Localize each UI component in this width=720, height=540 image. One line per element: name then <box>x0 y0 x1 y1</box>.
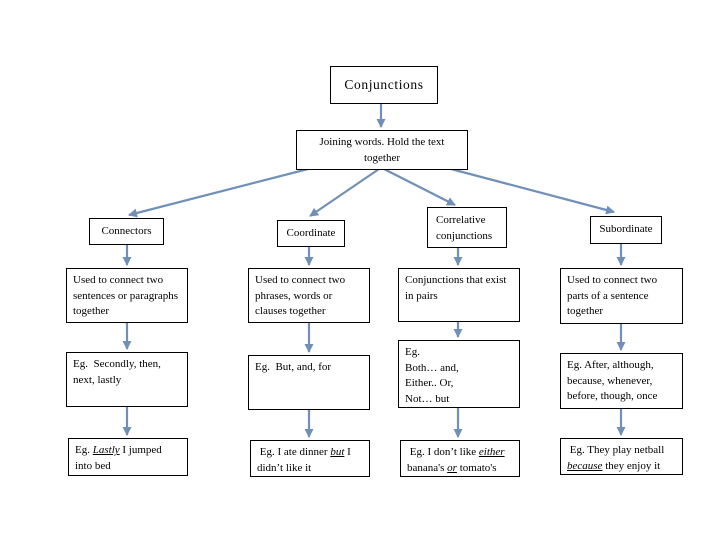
arrow-branch-correlative <box>383 168 456 206</box>
correlative-description: Conjunctions that exist in pairs <box>398 268 520 322</box>
arrow-branch-subordinate <box>450 167 615 215</box>
correlative-header: Correlative conjunctions <box>427 207 507 248</box>
arrow-branch-connectors <box>128 167 309 218</box>
connectors-examples: Eg. Secondly, then, next, lastly <box>66 352 188 407</box>
subordinate-header: Subordinate <box>590 216 662 244</box>
coordinate-header: Coordinate <box>277 220 345 247</box>
arrow-branch-coordinate <box>309 168 380 217</box>
correlative-examples: Eg. Both… and, Either.. Or, Not… but <box>398 340 520 408</box>
coordinate-examples: Eg. But, and, for <box>248 355 370 410</box>
correlative-sentence: Eg. I don’t like either banana's or toma… <box>400 440 520 477</box>
definition-box: Joining words. Hold the text together <box>296 130 468 170</box>
coordinate-sentence: Eg. I ate dinner but I didn’t like it <box>250 440 370 477</box>
subordinate-examples: Eg. After, although, because, whenever, … <box>560 353 683 409</box>
subordinate-description: Used to connect two parts of a sentence … <box>560 268 683 324</box>
connectors-sentence: Eg. Lastly I jumped into bed <box>68 438 188 476</box>
title-box: Conjunctions <box>330 66 438 104</box>
connectors-description: Used to connect two sentences or paragra… <box>66 268 188 323</box>
connectors-header: Connectors <box>89 218 164 245</box>
coordinate-description: Used to connect two phrases, words or cl… <box>248 268 370 323</box>
subordinate-sentence: Eg. They play netball because they enjoy… <box>560 438 683 475</box>
